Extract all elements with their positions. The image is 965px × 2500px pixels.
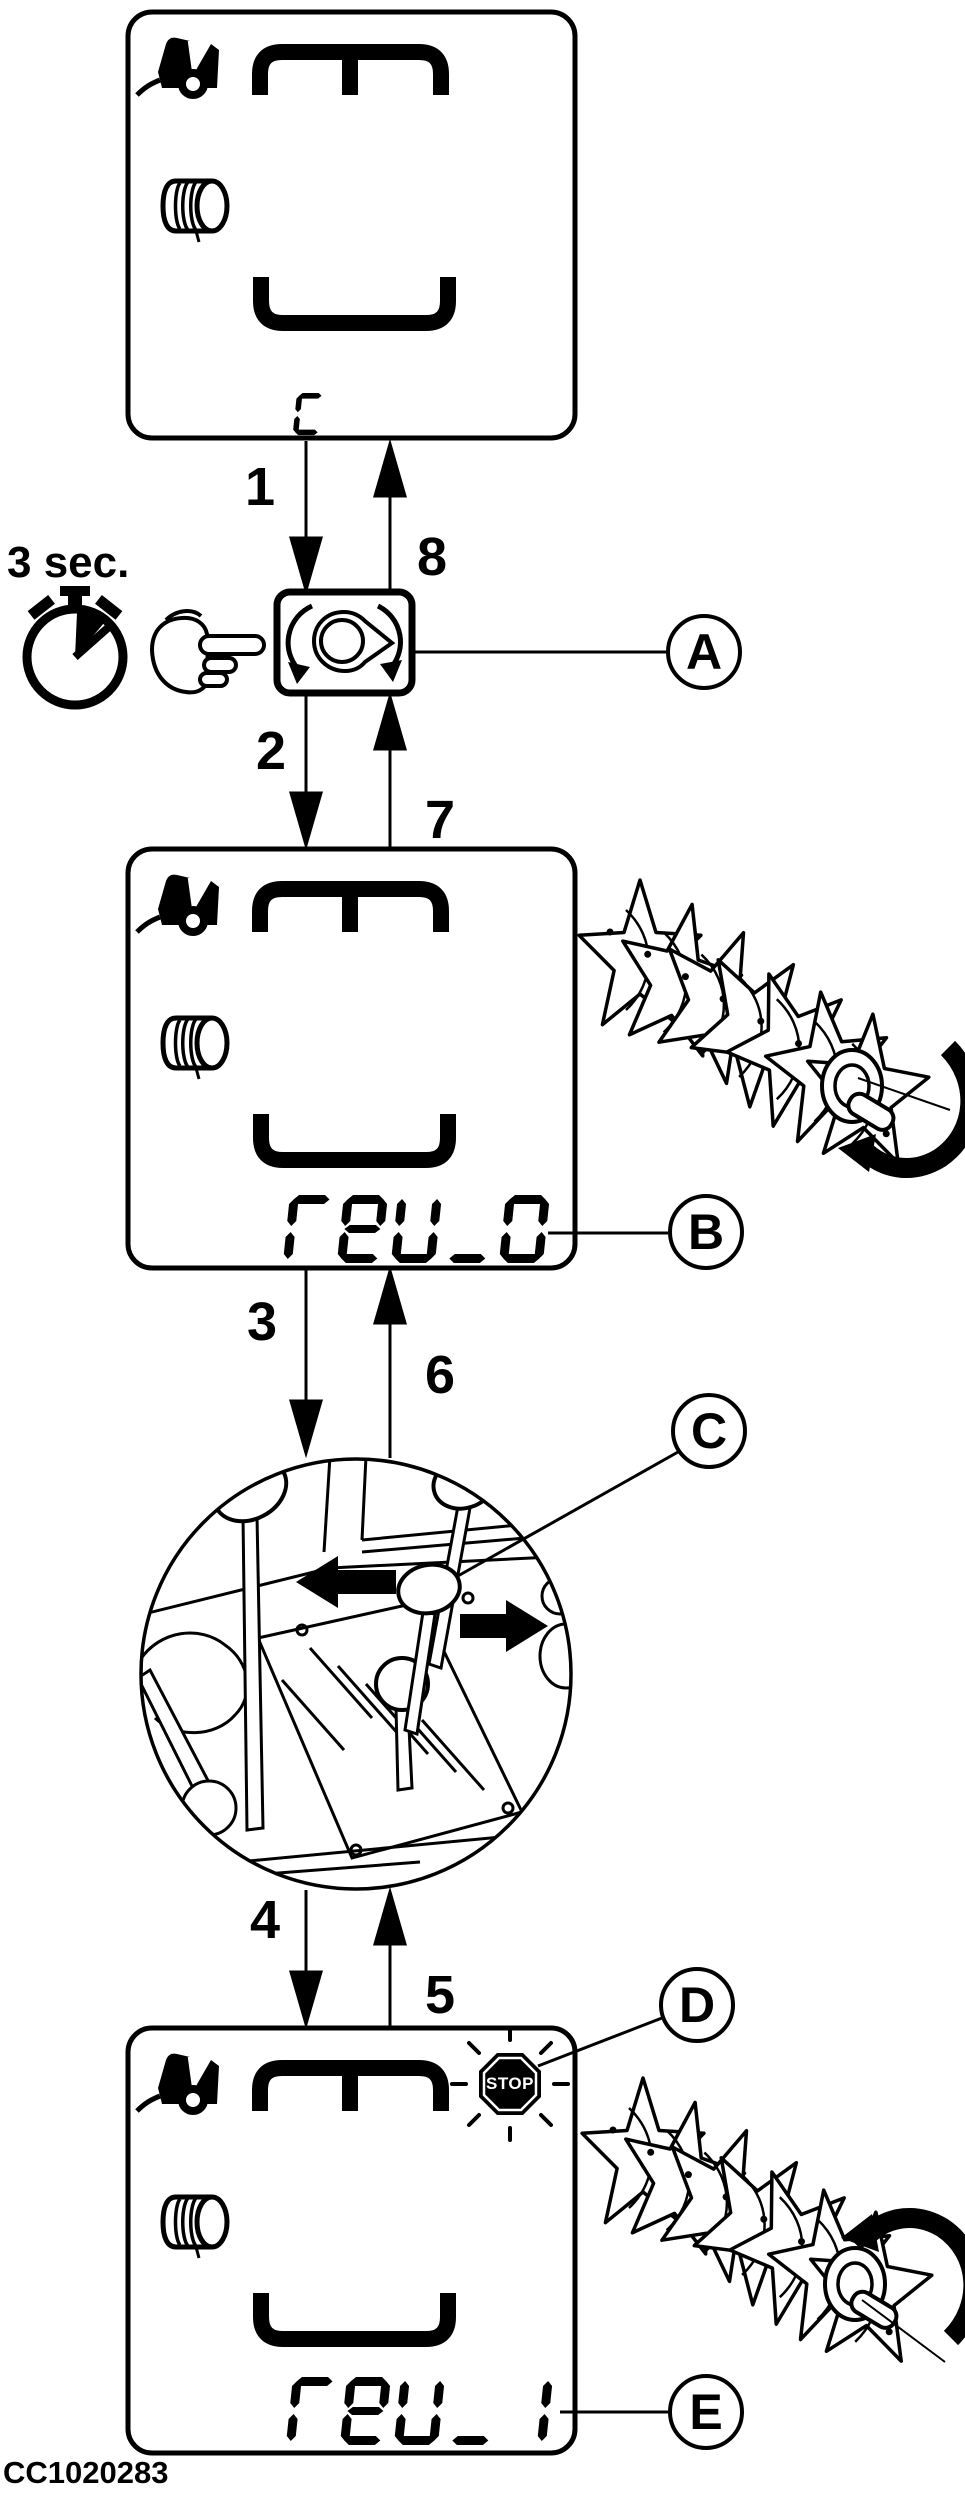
arrow-down-4 [289,1970,323,2030]
callout-A: A [666,614,742,690]
display-panel-reverse-on [125,2025,578,2456]
step-label-1: 1 [244,457,276,517]
figure-code: CC1020283 [3,2455,169,2490]
arrow-down-1 [289,536,323,596]
gear-levers-icon [139,1457,573,1891]
callout-C: C [671,1393,747,1469]
rotor-reverse-button-icon [285,603,403,684]
display-panel-reverse-off [125,846,578,1271]
shift-left-arrow [296,1556,396,1608]
arrow-up-8 [373,438,407,498]
step-label-6: 6 [424,1345,456,1405]
stop-icon [450,2026,570,2142]
step-label-3: 3 [246,1292,278,1352]
stopwatch-icon [22,586,128,710]
arrow-down-2 [289,791,323,851]
timer-label: 3 sec. [7,538,130,587]
step-label-2: 2 [255,721,287,781]
rotation-arrow-forward [859,1040,965,1178]
arrow-up-6 [373,1265,407,1325]
step-label-5: 5 [424,1965,456,2025]
pointing-hand-icon [149,609,266,695]
callout-B: B [668,1194,744,1270]
arrow-up-5 [373,1886,407,1946]
step-label-7: 7 [424,790,456,850]
chopping-rotor-reversed [580,2076,965,2363]
callout-D: D [659,1967,735,2043]
chopping-rotor-forward [577,878,965,1178]
arrow-up-7 [373,691,407,751]
step-label-8: 8 [416,527,448,587]
segment-display-rev0 [283,1195,550,1263]
stop-label: STOP [486,2074,534,2093]
flow-arrows [289,438,407,2030]
rotation-arrow-reversed [862,2208,965,2346]
segment-display-rev1 [286,2377,553,2445]
shift-right-arrow [460,1600,548,1652]
arrow-down-3 [289,1399,323,1459]
display-panel-initial [125,9,578,441]
rotor-reverse-button [273,588,416,697]
leader-D [537,2016,663,2068]
segment-display-initial [293,393,322,436]
step-label-4: 4 [249,1890,281,1950]
callout-E: E [668,2374,744,2450]
